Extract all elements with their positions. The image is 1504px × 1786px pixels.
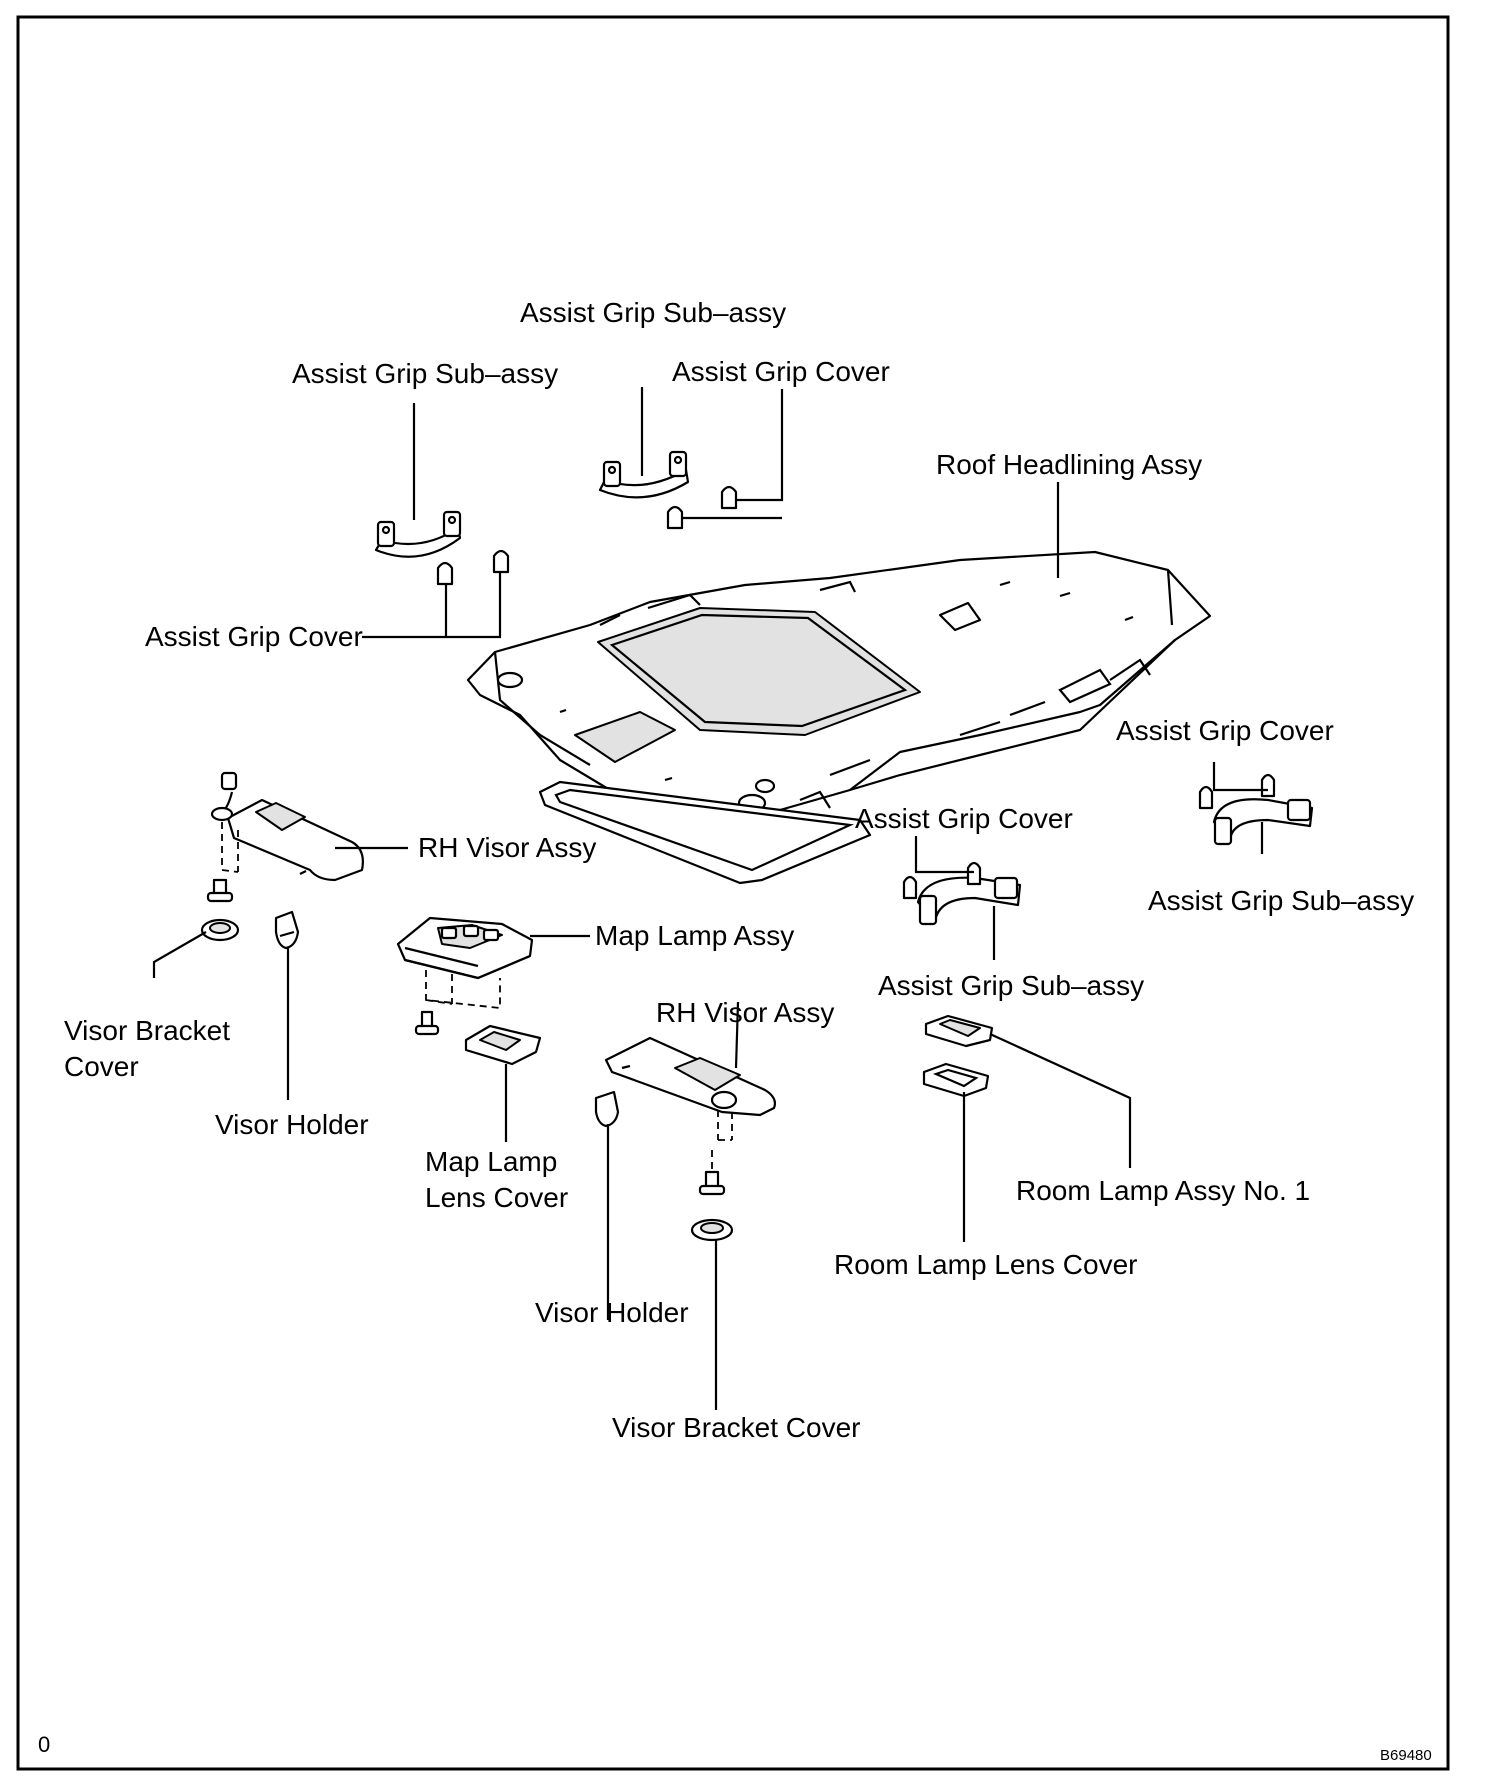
label-map-lamp-lens-cover-2: Lens Cover	[425, 1182, 568, 1213]
grip-cover-mr-1	[902, 875, 918, 900]
map-lamp-assy	[396, 916, 534, 980]
assist-grip-top-center	[598, 450, 690, 499]
label-visor-holder-left: Visor Holder	[215, 1109, 369, 1140]
label-rh-visor-assy-center: RH Visor Assy	[656, 997, 834, 1028]
label-visor-bracket-cover-left-1: Visor Bracket	[64, 1015, 230, 1046]
label-roof-headlining-assy: Roof Headlining Assy	[936, 449, 1202, 480]
corner-mark: 0	[38, 1732, 50, 1757]
page-frame	[16, 15, 1450, 1771]
visor-bracket-cover-left	[200, 918, 240, 942]
grip-cover-tl-2	[492, 549, 510, 574]
label-assist-grip-cover-left: Assist Grip Cover	[145, 621, 363, 652]
label-map-lamp-lens-cover-1: Map Lamp	[425, 1146, 557, 1177]
label-room-lamp-assy-no1: Room Lamp Assy No. 1	[1016, 1175, 1310, 1206]
map-lamp-lens-cover	[464, 1024, 542, 1066]
label-assist-grip-sub-assy-top: Assist Grip Sub–assy	[520, 297, 786, 328]
room-lamp-assy-no1	[924, 1014, 994, 1048]
grip-cover-fr-1	[1198, 785, 1214, 810]
assist-grip-far-right	[1212, 798, 1314, 846]
grip-cover-tc-2	[666, 505, 684, 530]
grip-cover-mr-2	[966, 861, 982, 886]
rh-visor-center	[604, 1036, 777, 1117]
roof-headlining-assy	[466, 550, 1212, 837]
leader-lines	[152, 387, 1268, 1410]
visor-holder-left	[274, 910, 300, 950]
visor-holder-center	[594, 1090, 620, 1128]
figure-code: B69480	[1380, 1747, 1432, 1764]
grip-cover-tl-1	[436, 561, 454, 586]
sunroof-seal	[538, 780, 872, 885]
label-rh-visor-assy-left: RH Visor Assy	[418, 832, 596, 863]
room-lamp-lens-cover	[922, 1062, 990, 1098]
visor-screw-center	[698, 1170, 726, 1196]
label-assist-grip-sub-assy-right: Assist Grip Sub–assy	[1148, 885, 1414, 916]
label-assist-grip-cover-right: Assist Grip Cover	[1116, 715, 1334, 746]
label-visor-bracket-cover-left-2: Cover	[64, 1051, 139, 1082]
label-assist-grip-sub-assy-left: Assist Grip Sub–assy	[292, 358, 558, 389]
assist-grip-top-left	[374, 510, 462, 558]
label-visor-holder-center: Visor Holder	[535, 1297, 689, 1328]
label-assist-grip-sub-assy-mid: Assist Grip Sub–assy	[878, 970, 1144, 1001]
visor-bracket-cover-center	[690, 1218, 734, 1242]
label-map-lamp-assy: Map Lamp Assy	[595, 920, 794, 951]
assist-grip-mid-right	[916, 876, 1022, 926]
label-assist-grip-cover-top: Assist Grip Cover	[672, 356, 890, 387]
grip-cover-fr-2	[1260, 773, 1276, 798]
grip-cover-tc-1	[720, 485, 738, 510]
label-room-lamp-lens-cover: Room Lamp Lens Cover	[834, 1249, 1137, 1280]
rh-visor-left	[210, 771, 364, 882]
visor-screw-left	[206, 878, 234, 903]
map-lamp-screw	[414, 1010, 440, 1036]
label-visor-bracket-cover-center: Visor Bracket Cover	[612, 1412, 860, 1443]
label-assist-grip-cover-mid: Assist Grip Cover	[855, 803, 1073, 834]
